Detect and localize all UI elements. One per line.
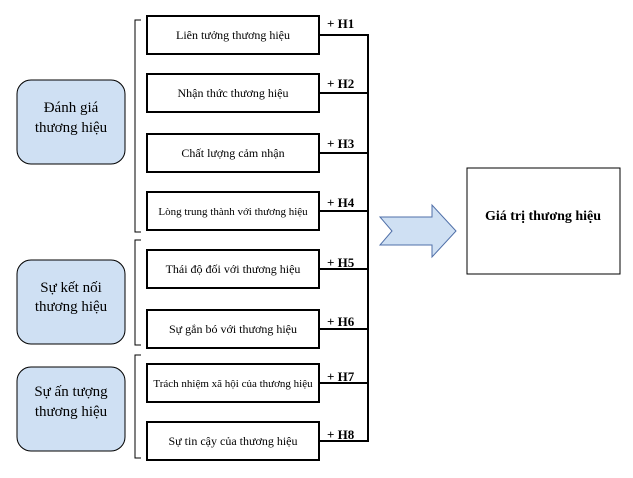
group-brand-impression: Sự ấn tượng thương hiệu (16, 366, 126, 452)
hypothesis-label: + H7 (327, 369, 355, 384)
bracket-group-1 (134, 19, 141, 233)
group-label-line1: Sự ấn tượng (34, 384, 108, 400)
factor-2: Nhận thức thương hiệu (146, 73, 320, 113)
factor-box (146, 191, 320, 231)
target-label: Giá trị thương hiệu (485, 209, 601, 224)
factor-5: Thái độ đối với thương hiệu (146, 249, 320, 289)
factor-label: Trách nhiệm xã hội của thương hiệu (153, 378, 313, 390)
factor-1: Liên tưởng thương hiệu (146, 15, 320, 55)
factor-3: Chất lượng cảm nhận (146, 133, 320, 173)
factor-label: Liên tưởng thương hiệu (176, 28, 290, 42)
group-box (16, 259, 126, 345)
group-label-line1: Sự kết nối (40, 280, 101, 296)
factor-box (146, 73, 320, 113)
factor-6: Sự gắn bó với thương hiệu (146, 309, 320, 349)
group-brand-connection: Sự kết nối thương hiệu (16, 259, 126, 345)
hypothesis-label: + H1 (327, 16, 354, 31)
group-label-line2: thương hiệu (35, 120, 108, 136)
group-label-line1: Đánh giá (44, 100, 99, 116)
factor-label: Lòng trung thành với thương hiệu (158, 206, 308, 218)
hypothesis-label: + H3 (327, 136, 355, 151)
factor-label: Thái độ đối với thương hiệu (166, 262, 301, 276)
group-label-line2: thương hiệu (35, 299, 108, 315)
bracket-group-3 (134, 354, 141, 459)
factor-box (146, 133, 320, 173)
target-construct: Giá trị thương hiệu (466, 167, 621, 275)
group-label-line2: thương hiệu (35, 404, 108, 420)
hypothesis-label: + H8 (327, 427, 355, 442)
factor-label: Sự gắn bó với thương hiệu (169, 322, 297, 336)
factor-label: Chất lượng cảm nhận (181, 146, 284, 160)
factor-label: Sự tin cậy của thương hiệu (169, 434, 298, 448)
factor-4: Lòng trung thành với thương hiệu (146, 191, 320, 231)
hypothesis-label: + H2 (327, 76, 354, 91)
factor-box (146, 249, 320, 289)
arrow-right-icon (378, 203, 457, 259)
group-brand-evaluation: Đánh giá thương hiệu (16, 79, 126, 165)
factor-8: Sự tin cậy của thương hiệu (146, 421, 320, 461)
group-box (16, 366, 126, 452)
target-box (466, 167, 621, 275)
factor-label: Nhận thức thương hiệu (178, 86, 289, 100)
group-box (16, 79, 126, 165)
factor-7: Trách nhiệm xã hội của thương hiệu (146, 363, 320, 403)
hypothesis-label: + H6 (327, 314, 355, 329)
hypothesis-label: + H5 (327, 255, 355, 270)
factor-box (146, 363, 320, 403)
factor-box (146, 309, 320, 349)
connectors (319, 34, 369, 442)
bracket-group-2 (134, 239, 141, 346)
hypothesis-label: + H4 (327, 195, 355, 210)
